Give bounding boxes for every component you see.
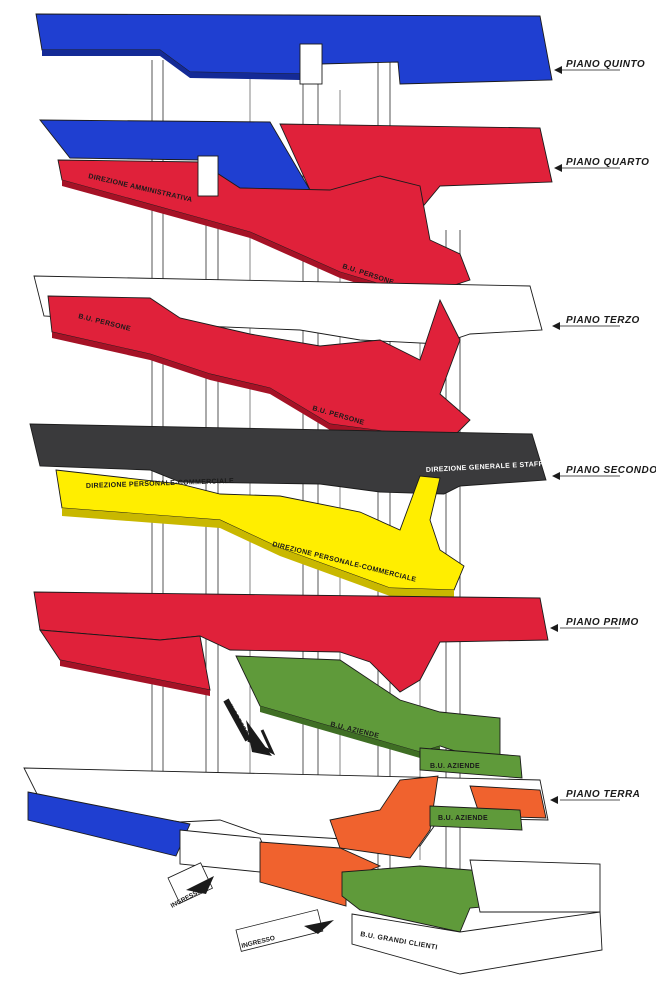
floor-quinto: PIANO QUINTO bbox=[35, 13, 645, 85]
arrow-icon bbox=[186, 876, 214, 894]
floor-primo: B.U. AZIENDE B.U. AZIENDE PIANO PRIMO bbox=[33, 591, 639, 779]
label-bu-aziende-3: B.U. AZIENDE bbox=[438, 815, 488, 822]
floor-label-primo: PIANO PRIMO bbox=[566, 617, 639, 628]
slab-terra-white-right bbox=[469, 859, 601, 913]
floor-label-quarto: PIANO QUARTO bbox=[566, 157, 649, 168]
entrance-left: INGRESSO bbox=[167, 862, 214, 910]
floor-terra: B.U. GRANDI CLIENTI B.U. AZIENDE PIANO T… bbox=[23, 767, 640, 975]
floor-terzo: B.U. PERSONE B.U. PERSONE PIANO TERZO bbox=[33, 275, 640, 446]
slab-terzo-red bbox=[47, 295, 471, 441]
slab-secondo-black bbox=[29, 423, 547, 495]
floor-secondo: DIREZIONE PERSONALE-COMMERCIALE DIREZION… bbox=[29, 423, 656, 598]
label-bu-aziende-2: B.U. AZIENDE bbox=[430, 763, 480, 770]
floor-label-secondo: PIANO SECONDO bbox=[566, 465, 656, 476]
floor-quarto: DIREZIONE AMMINISTRATIVA B.U. PERSONE PI… bbox=[39, 119, 649, 302]
slab-terra-blue bbox=[27, 791, 191, 857]
entrance-bottom: INGRESSO bbox=[235, 909, 334, 952]
entrances: INGRESSO INGRESSO INGRESSO bbox=[167, 698, 334, 952]
floor-label-terra: PIANO TERRA bbox=[566, 789, 640, 800]
floor-label-quinto: PIANO QUINTO bbox=[566, 59, 645, 70]
slab-terra-orange-curve bbox=[329, 775, 439, 859]
label-ingresso-upper: INGRESSO bbox=[226, 704, 249, 737]
entrance-upper: INGRESSO bbox=[223, 698, 276, 756]
arrow-icon bbox=[246, 720, 272, 756]
floor-label-terzo: PIANO TERZO bbox=[566, 315, 640, 326]
slab-quinto-blue bbox=[35, 13, 553, 85]
slab-terra-grandi-clienti bbox=[351, 911, 603, 975]
arrow-icon bbox=[304, 920, 334, 934]
slab-primo-red-front bbox=[39, 629, 211, 691]
